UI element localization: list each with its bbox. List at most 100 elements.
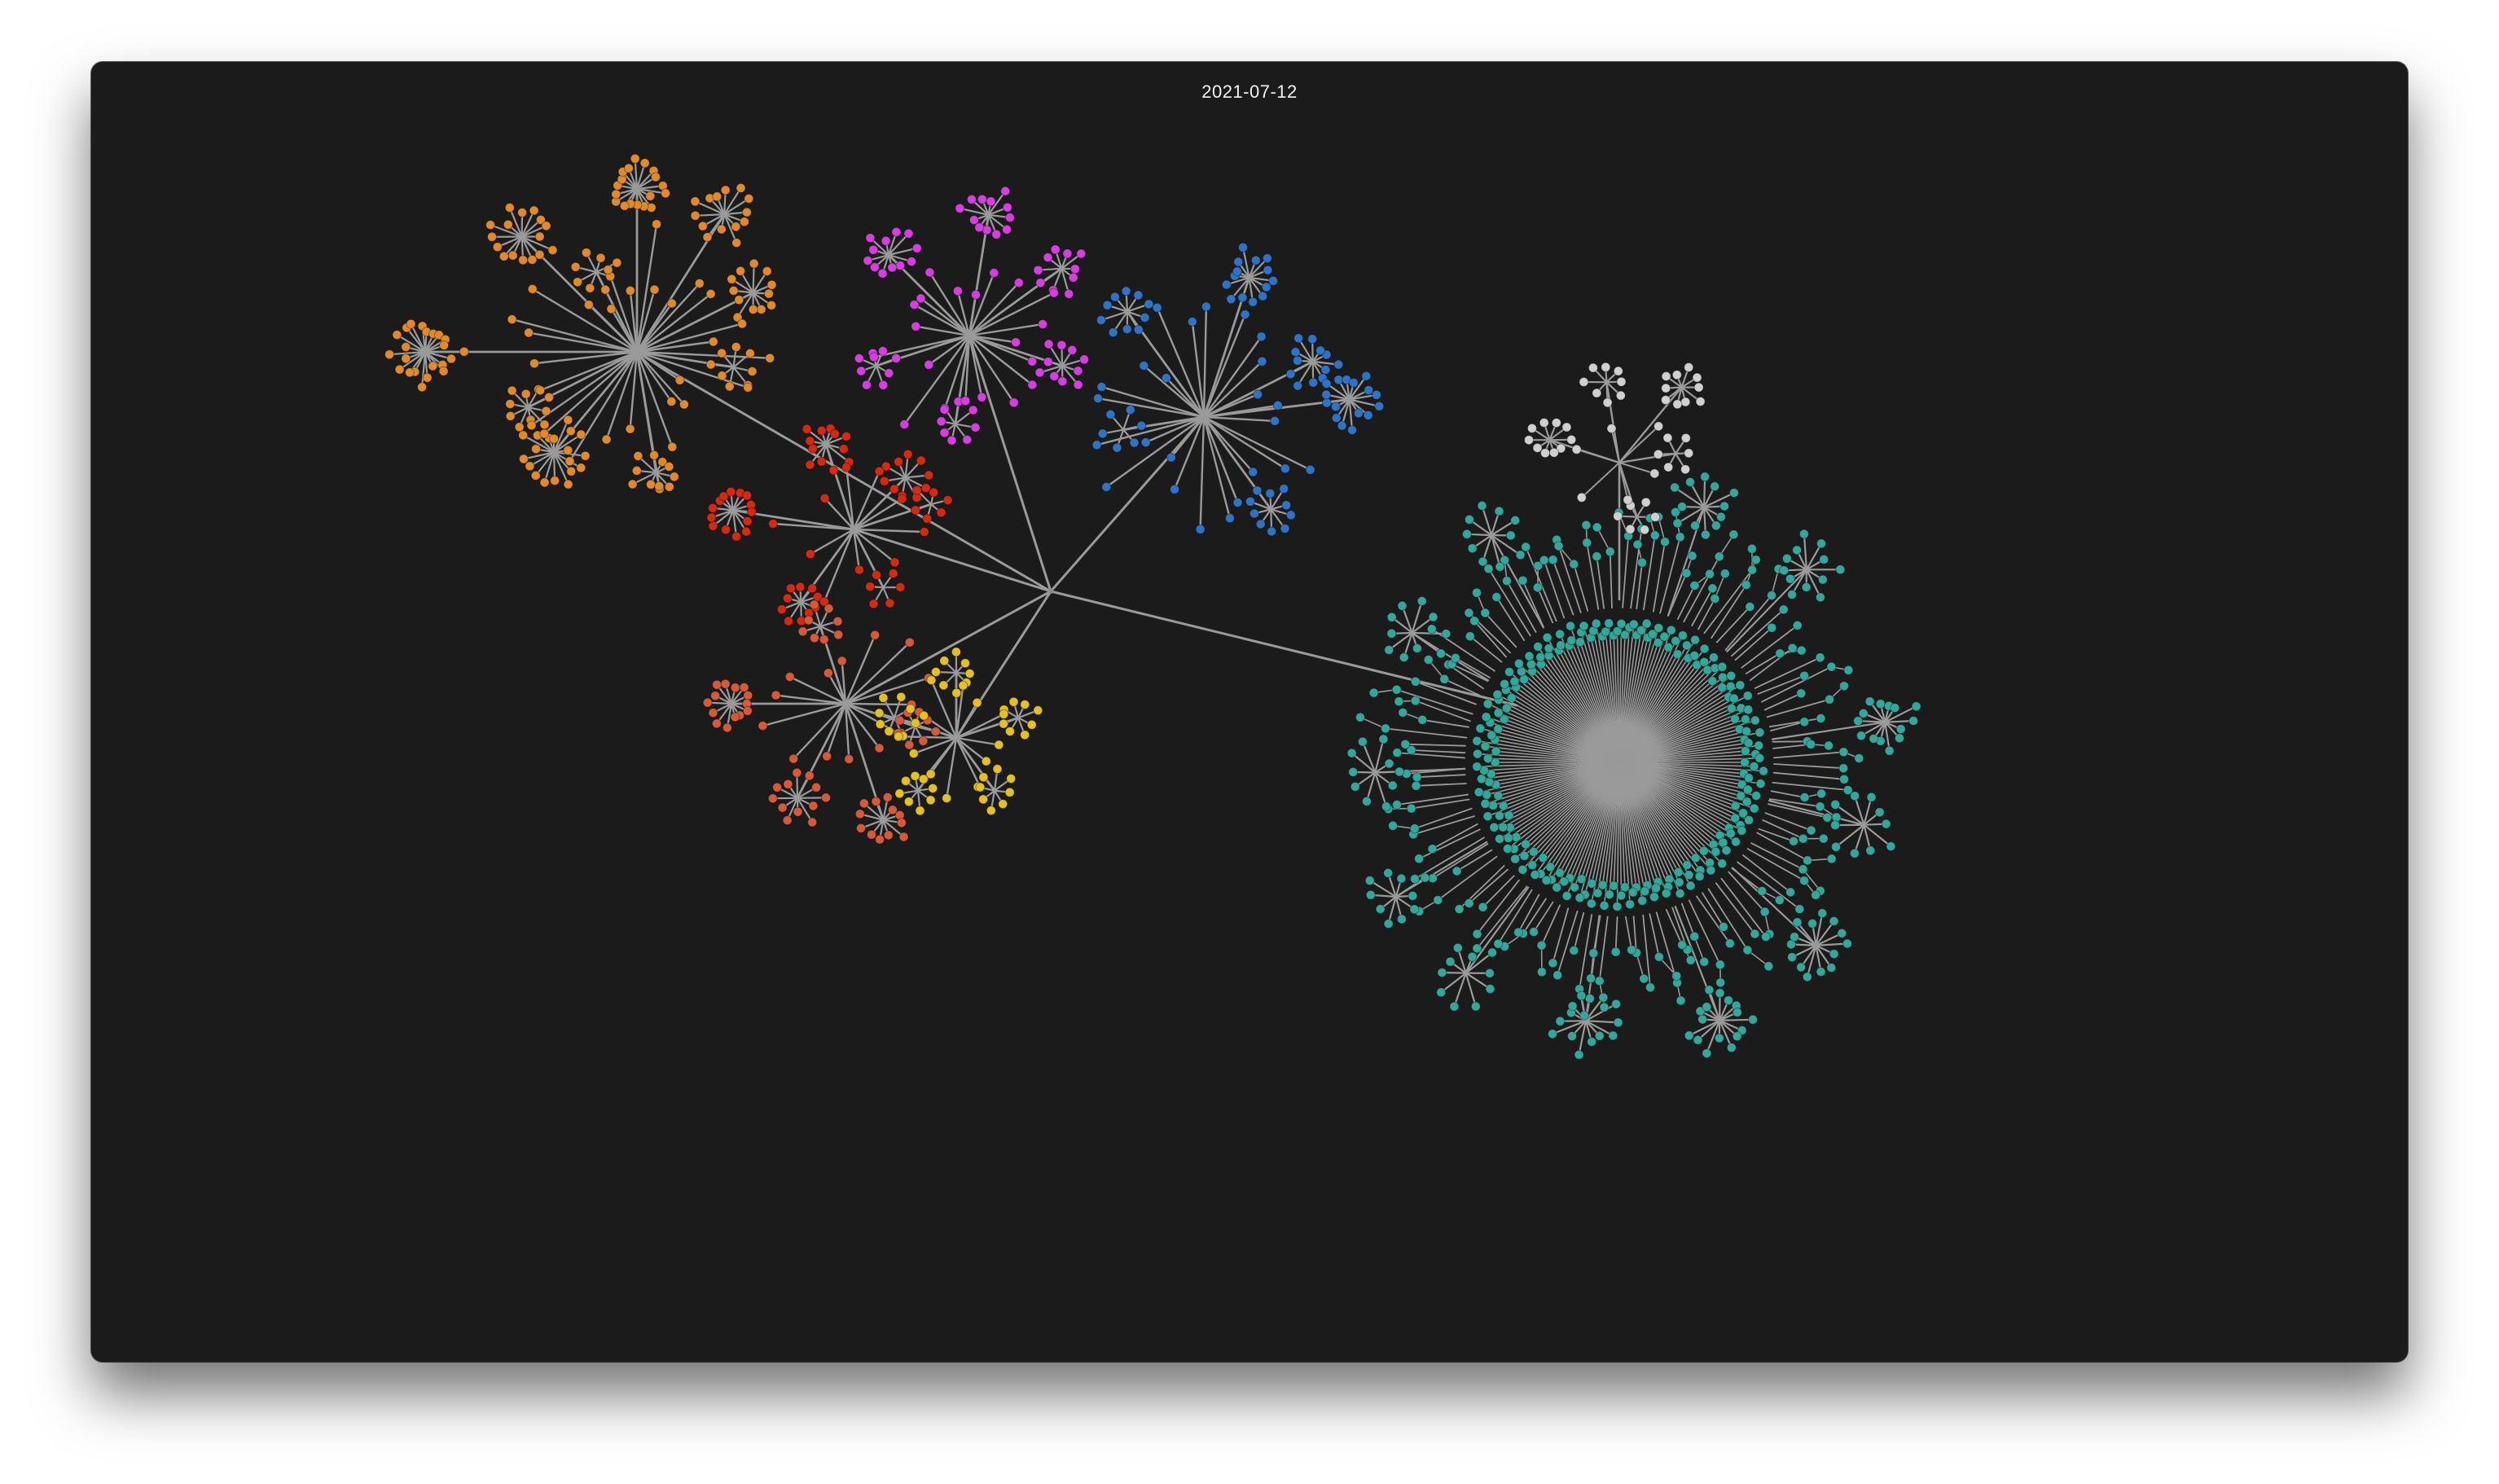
graph-node[interactable]	[1663, 462, 1674, 472]
graph-node[interactable]	[1516, 666, 1526, 677]
graph-node[interactable]	[625, 285, 635, 296]
graph-node[interactable]	[1594, 1030, 1605, 1041]
graph-node[interactable]	[1816, 967, 1826, 977]
graph-node[interactable]	[524, 327, 534, 338]
graph-node[interactable]	[1690, 520, 1700, 531]
graph-node[interactable]	[1715, 511, 1726, 522]
graph-node[interactable]	[1615, 390, 1626, 401]
graph-node[interactable]	[1835, 564, 1846, 575]
graph-node[interactable]	[1406, 744, 1416, 755]
graph-node[interactable]	[828, 465, 839, 476]
graph-node[interactable]	[563, 479, 573, 490]
graph-node[interactable]	[832, 616, 843, 626]
graph-node[interactable]	[1651, 883, 1662, 893]
graph-node[interactable]	[889, 557, 900, 568]
graph-node[interactable]	[1272, 400, 1283, 411]
graph-node[interactable]	[1068, 272, 1078, 283]
graph-node[interactable]	[1636, 625, 1646, 635]
graph-node[interactable]	[904, 637, 915, 648]
graph-node[interactable]	[1528, 846, 1539, 857]
graph-node[interactable]	[1093, 393, 1103, 404]
graph-node[interactable]	[1839, 774, 1849, 784]
graph-node[interactable]	[881, 235, 891, 246]
graph-node[interactable]	[805, 549, 815, 560]
graph-node[interactable]	[744, 348, 755, 358]
graph-node[interactable]	[823, 668, 833, 678]
graph-node[interactable]	[869, 262, 880, 273]
graph-node[interactable]	[1864, 696, 1875, 707]
graph-node[interactable]	[809, 599, 819, 610]
graph-node[interactable]	[758, 721, 768, 731]
graph-node[interactable]	[936, 507, 946, 518]
graph-node[interactable]	[1493, 938, 1504, 949]
graph-node[interactable]	[793, 806, 803, 817]
graph-node[interactable]	[746, 507, 757, 517]
graph-node[interactable]	[1293, 355, 1302, 366]
graph-node[interactable]	[868, 599, 879, 609]
graph-node[interactable]	[910, 718, 920, 728]
graph-node[interactable]	[1000, 186, 1011, 196]
graph-node[interactable]	[1744, 814, 1755, 825]
graph-node[interactable]	[1616, 618, 1627, 629]
graph-node[interactable]	[785, 583, 796, 594]
graph-node[interactable]	[1109, 292, 1120, 302]
graph-node[interactable]	[1750, 715, 1760, 726]
graph-node[interactable]	[795, 582, 806, 592]
graph-node[interactable]	[1321, 379, 1332, 389]
graph-node[interactable]	[788, 753, 799, 764]
graph-node[interactable]	[1794, 904, 1805, 915]
graph-node[interactable]	[1383, 919, 1394, 929]
graph-node[interactable]	[1755, 753, 1765, 763]
graph-node[interactable]	[819, 493, 830, 503]
graph-node[interactable]	[563, 415, 573, 425]
graph-node[interactable]	[717, 348, 727, 358]
graph-node[interactable]	[1719, 922, 1728, 932]
graph-node[interactable]	[1488, 800, 1499, 810]
graph-node[interactable]	[708, 336, 718, 347]
graph-node[interactable]	[743, 690, 753, 700]
graph-node[interactable]	[1480, 608, 1491, 618]
graph-node[interactable]	[1133, 324, 1144, 335]
graph-node[interactable]	[1400, 739, 1411, 749]
graph-node[interactable]	[1493, 708, 1504, 718]
graph-node[interactable]	[877, 346, 888, 356]
graph-node[interactable]	[918, 774, 929, 784]
graph-node[interactable]	[1911, 701, 1921, 712]
graph-node[interactable]	[1774, 895, 1785, 906]
graph-node[interactable]	[633, 450, 643, 461]
graph-node[interactable]	[731, 342, 741, 352]
graph-node[interactable]	[1726, 1043, 1737, 1053]
graph-node[interactable]	[1195, 524, 1206, 534]
graph-node[interactable]	[1649, 468, 1660, 479]
graph-node[interactable]	[1674, 877, 1684, 888]
graph-node[interactable]	[1702, 1002, 1712, 1012]
graph-node[interactable]	[1865, 845, 1876, 856]
graph-node[interactable]	[871, 797, 881, 806]
graph-node[interactable]	[739, 217, 749, 227]
graph-node[interactable]	[401, 353, 411, 364]
graph-node[interactable]	[962, 434, 973, 445]
graph-node[interactable]	[1737, 779, 1747, 790]
graph-node[interactable]	[1738, 808, 1748, 819]
graph-node[interactable]	[702, 697, 713, 708]
graph-node[interactable]	[1715, 959, 1725, 970]
graph-node[interactable]	[1495, 561, 1505, 572]
graph-node[interactable]	[732, 312, 743, 323]
graph-node[interactable]	[1265, 488, 1276, 498]
graph-node[interactable]	[1690, 634, 1700, 645]
graph-node[interactable]	[1831, 812, 1842, 823]
graph-node[interactable]	[1280, 524, 1290, 533]
graph-node[interactable]	[1139, 361, 1149, 371]
graph-node[interactable]	[1747, 564, 1758, 575]
graph-node[interactable]	[576, 429, 586, 440]
graph-node[interactable]	[1690, 853, 1701, 863]
graph-node[interactable]	[1749, 803, 1759, 814]
graph-node[interactable]	[1725, 828, 1736, 839]
graph-node[interactable]	[1838, 747, 1849, 757]
graph-node[interactable]	[1592, 551, 1602, 562]
graph-node[interactable]	[726, 486, 736, 497]
graph-node[interactable]	[1249, 508, 1259, 519]
graph-node[interactable]	[1559, 876, 1570, 887]
graph-node[interactable]	[1746, 543, 1757, 554]
graph-node[interactable]	[1490, 757, 1500, 767]
